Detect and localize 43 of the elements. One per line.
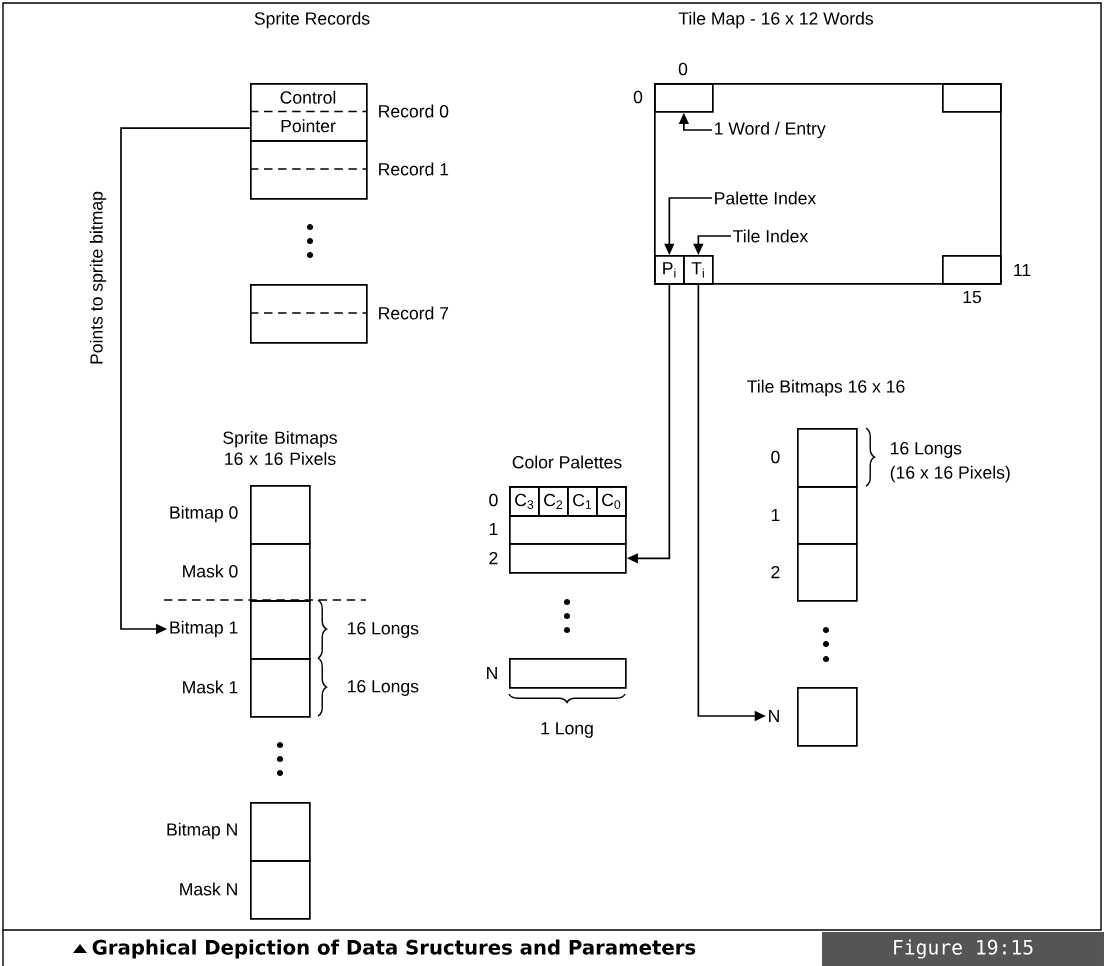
row-label: Bitmap 1 [170, 620, 238, 638]
size-note: (16 x 16 Pixels) [890, 465, 1010, 483]
record-label: Record 0 [379, 104, 449, 118]
memory-cell: C$_{0}$ [596, 486, 627, 517]
row-label: Bitmap 0 [170, 505, 238, 523]
row-label: 2 [771, 565, 780, 579]
caption: Graphical Depiction of Data Sructures and Parameters [92, 939, 696, 959]
size-note: 1 Long [541, 722, 593, 738]
memory-cell [942, 83, 1002, 113]
row-label: 0 [489, 493, 498, 507]
row-label: 1 [489, 522, 498, 536]
row-label: N [487, 666, 497, 680]
heading: Color Palettes [512, 455, 622, 469]
annotation-text: Tile Index [733, 229, 808, 243]
row-label: N [769, 709, 779, 723]
memory-cell: C$_{1}$ [567, 486, 598, 517]
row-label: 2 [489, 551, 498, 565]
size-note: 16 Longs [348, 622, 419, 638]
heading: Tile Map - 16 x 12 Words [678, 11, 873, 29]
record-label: Record 7 [379, 306, 449, 320]
memory-cell [654, 83, 714, 113]
row-label: Mask 1 [183, 680, 238, 694]
heading: Sprite Bitmaps 16 x 16 Pixels [223, 431, 337, 465]
memory-cell: C$_{3}$ [509, 486, 540, 517]
row-label: Bitmap N [167, 822, 237, 840]
memory-cell: C$_{2}$ [538, 486, 569, 517]
record-label: Record 1 [379, 162, 449, 176]
memory-cell: P$_{i}$ [654, 255, 685, 285]
annotation-text: 1 Word / Entry [715, 121, 826, 139]
edge-label: Points to sprite bitmap [88, 189, 108, 367]
size-note: 16 Longs [348, 680, 419, 696]
annotation-text: Palette Index [715, 191, 817, 205]
size-note: 16 Longs [891, 442, 962, 458]
figure-number: Figure 19:15 [822, 932, 1104, 966]
record-box: Control Pointer [249, 83, 368, 142]
memory-cell: T$_{i}$ [683, 255, 714, 285]
row-label: 1 [771, 508, 780, 522]
memory-cell [942, 255, 1002, 285]
row-label: Mask 0 [183, 564, 238, 578]
heading: Sprite Records [254, 11, 370, 29]
row-label: Mask N [180, 882, 237, 896]
heading: Tile Bitmaps 16 x 16 [747, 379, 905, 397]
row-label: 0 [771, 450, 780, 464]
